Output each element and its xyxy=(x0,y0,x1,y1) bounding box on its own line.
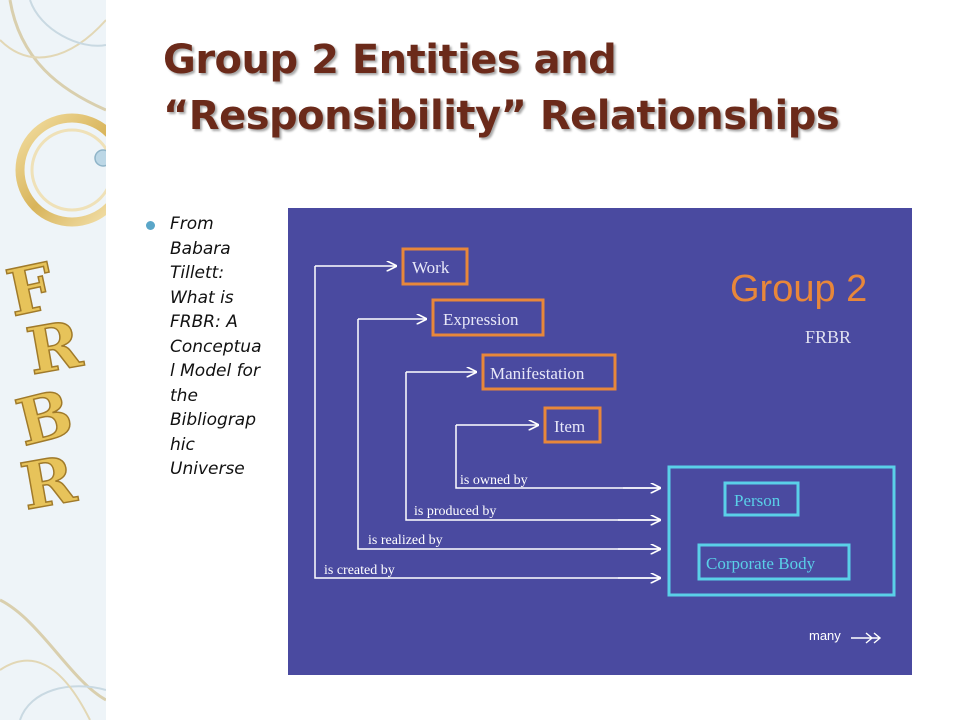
bullet-item: From Babara Tillett: What is FRBR: A Con… xyxy=(146,212,270,482)
diagram-subheading: FRBR xyxy=(805,327,851,347)
entity-label-item: Item xyxy=(554,417,585,436)
entity-box-manifestation xyxy=(481,353,617,391)
entity-label-expression: Expression xyxy=(443,310,519,329)
entity-box-expression xyxy=(431,298,545,337)
logo-letter-4: R xyxy=(16,442,82,525)
bead-ornament xyxy=(94,149,106,167)
relationship-label-is-created-by: is created by xyxy=(324,563,395,578)
connector-is-owned-by xyxy=(455,425,658,489)
entity-label-corporate-body: Corporate Body xyxy=(706,554,816,573)
connector-is-realized-by xyxy=(357,319,658,550)
entity-box-work xyxy=(401,247,469,286)
relationship-label-is-produced-by: is produced by xyxy=(414,504,496,519)
connector-is-produced-by xyxy=(405,372,658,521)
entity-label-manifestation: Manifestation xyxy=(490,364,585,383)
frbr-group2-diagram: Group 2 FRBR Work Expression Manifestati… xyxy=(288,208,912,675)
relationship-label-is-owned-by: is owned by xyxy=(460,473,528,488)
slide-title-line-1: Group 2 Entities and xyxy=(163,37,617,83)
diagram-heading: Group 2 xyxy=(730,268,867,310)
ring-ornament xyxy=(15,113,106,227)
slide-title-line-2: “Responsibility” Relationships xyxy=(163,93,840,139)
bullet-dot-icon xyxy=(146,221,155,230)
legend-double-arrow-icon xyxy=(851,632,882,644)
slide-title: Group 2 Entities and “Responsibility” Re… xyxy=(163,32,943,144)
entity-label-person: Person xyxy=(734,491,781,510)
group2-container xyxy=(667,465,896,597)
entity-box-person xyxy=(723,481,800,517)
entity-box-corporate-body xyxy=(697,543,851,581)
decorative-sidebar: F R B R xyxy=(0,0,106,720)
bullet-text: From Babara Tillett: What is FRBR: A Con… xyxy=(170,214,262,479)
sidebar-ornament xyxy=(0,0,106,720)
legend-label: many xyxy=(809,628,841,643)
entity-box-item xyxy=(543,406,602,444)
connector-is-created-by xyxy=(314,266,658,579)
relationship-label-is-realized-by: is realized by xyxy=(368,533,443,548)
entity-label-work: Work xyxy=(412,258,450,277)
frbr-logo: F R B R xyxy=(0,248,89,526)
